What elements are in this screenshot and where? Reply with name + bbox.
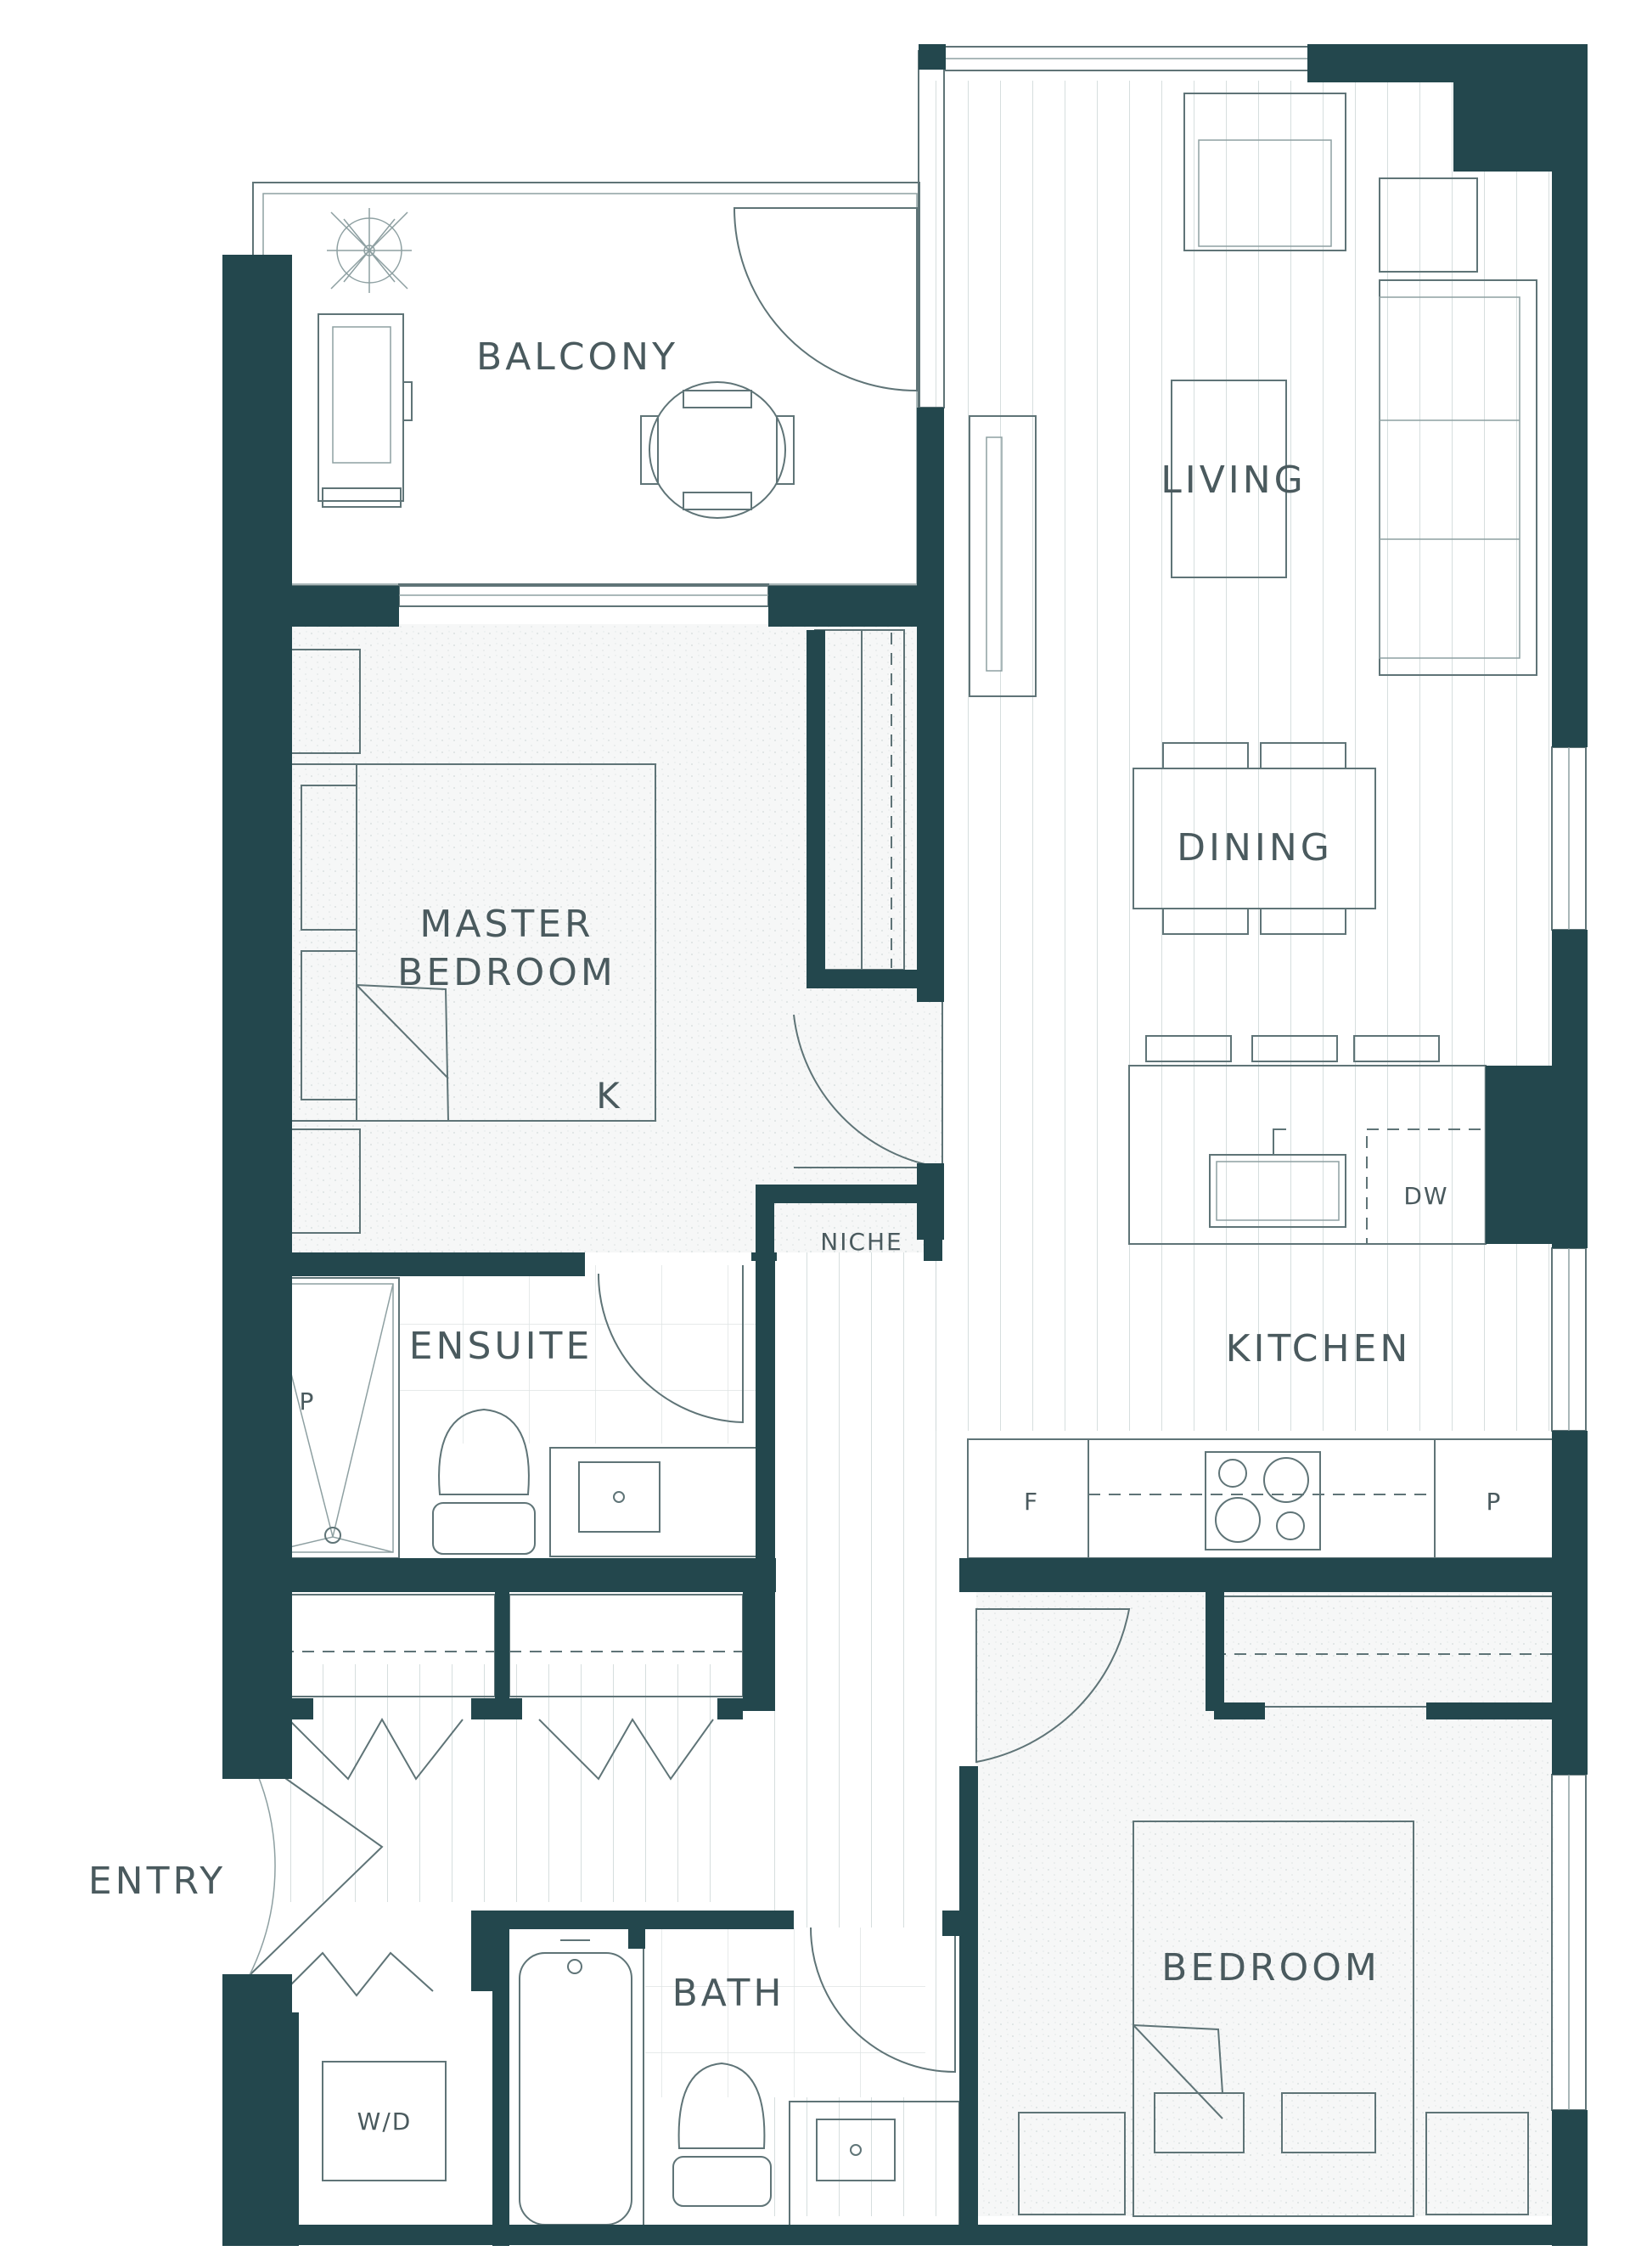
toilet-icon bbox=[672, 2062, 772, 2207]
entry-label: ENTRY bbox=[88, 1860, 226, 1903]
bath-label: BATH bbox=[672, 1972, 785, 2015]
ensuite-door-swing bbox=[598, 1265, 744, 1424]
master-bedroom-furniture bbox=[264, 649, 656, 1234]
bedroom-furniture bbox=[975, 1595, 1554, 2217]
balcony-table-icon bbox=[640, 381, 795, 519]
kitchen-island bbox=[1128, 1035, 1487, 1245]
living-label: LIVING bbox=[1161, 459, 1307, 502]
bed-size-label: K bbox=[596, 1075, 623, 1117]
bath-door-swing bbox=[810, 1915, 956, 2074]
ensuite-label: ENSUITE bbox=[409, 1325, 593, 1368]
toilet-icon bbox=[432, 1408, 536, 1555]
bedroom-label: BEDROOM bbox=[1161, 1946, 1380, 1989]
shower-label: P bbox=[300, 1387, 316, 1415]
balcony-window bbox=[398, 583, 769, 607]
dining-furniture bbox=[1133, 742, 1376, 935]
floor-finishes bbox=[263, 81, 1554, 2216]
balcony-door-swing bbox=[733, 207, 918, 392]
cooktop-icon bbox=[1205, 1451, 1321, 1550]
pantry-label: P bbox=[1487, 1488, 1503, 1516]
master-door-swing bbox=[793, 993, 943, 1169]
living-furniture bbox=[969, 93, 1537, 697]
master-bedroom-label-line2: BEDROOM bbox=[397, 951, 616, 994]
balcony-label: BALCONY bbox=[476, 335, 678, 379]
fridge-label: F bbox=[1024, 1488, 1039, 1516]
plant-icon bbox=[327, 208, 412, 293]
niche-label: NICHE bbox=[820, 1228, 903, 1256]
dining-label: DINING bbox=[1177, 826, 1333, 869]
entry-closets bbox=[245, 1594, 744, 2181]
room-labels: BALCONY LIVING DINING MASTER BEDROOM K N… bbox=[88, 335, 1503, 2136]
kitchen-label: KITCHEN bbox=[1226, 1327, 1412, 1370]
kitchen-counter bbox=[967, 1438, 1554, 1559]
washer-dryer-label: W/D bbox=[357, 2108, 413, 2136]
walls bbox=[222, 44, 1588, 2246]
lounger-icon bbox=[318, 313, 413, 508]
bath-fixtures bbox=[507, 1915, 960, 2238]
master-bedroom-label-line1: MASTER bbox=[419, 903, 593, 946]
dishwasher-label: DW bbox=[1403, 1182, 1448, 1210]
